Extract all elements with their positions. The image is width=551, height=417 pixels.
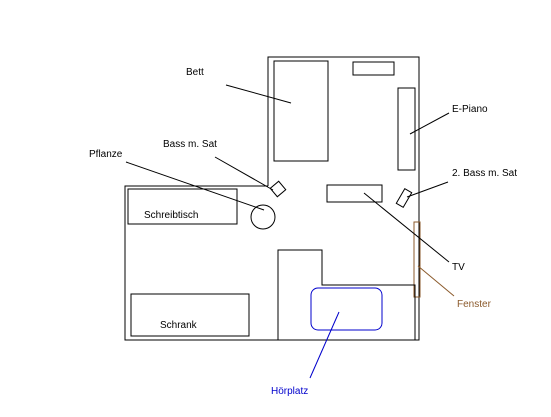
- listening-spot-shape: [310, 287, 383, 331]
- bass-sat-leader: [214, 156, 274, 191]
- schreibtisch-label: Schreibtisch: [144, 210, 198, 221]
- bass-sat-2-shape: [395, 187, 413, 209]
- tv-leader: [363, 192, 450, 263]
- epiano-label: E-Piano: [452, 104, 488, 115]
- room-walls: [124, 56, 420, 341]
- bett-label: Bett: [186, 67, 204, 78]
- bass-sat-2-leader: [406, 181, 449, 198]
- hoerplatz-leader: [309, 311, 340, 379]
- fenster-label: Fenster: [457, 299, 492, 310]
- schrank-label: Schrank: [160, 320, 198, 331]
- bass-sat-shape: [269, 180, 287, 198]
- window-shape: [413, 221, 421, 298]
- tv-shape: [326, 184, 383, 203]
- couch-shape: [277, 249, 416, 340]
- tv-label: TV: [452, 262, 465, 273]
- fenster-leader: [417, 265, 455, 297]
- shelf-shape: [352, 61, 395, 76]
- epiano-leader: [409, 112, 450, 135]
- hoerplatz-label: Hörplatz: [271, 386, 308, 397]
- plant-shape: [250, 204, 276, 230]
- epiano-shape: [397, 87, 416, 171]
- bed-shape: [273, 60, 329, 162]
- wardrobe-shape: [130, 293, 250, 337]
- pflanze-label: Pflanze: [89, 149, 123, 160]
- bass-sat-label: Bass m. Sat: [163, 139, 217, 150]
- bass-sat-2-label: 2. Bass m. Sat: [452, 168, 517, 179]
- desk-shape: [127, 188, 238, 225]
- bett-leader: [225, 84, 292, 104]
- pflanze-leader: [125, 161, 265, 211]
